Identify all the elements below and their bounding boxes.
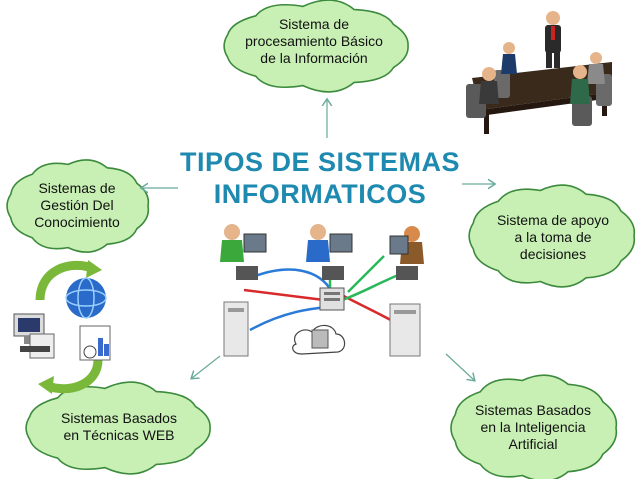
node-bottom-right-label: Sistemas Basados en la Inteligencia Arti… xyxy=(475,402,591,452)
node-bottom-left-label: Sistemas Basados en Técnicas WEB xyxy=(61,410,177,443)
cloud-top xyxy=(223,0,409,93)
computer-network-icon xyxy=(220,224,424,357)
arrow-to-bottom-right xyxy=(445,353,474,380)
arrow-to-bottom-left xyxy=(192,355,221,378)
computer-cycle-icon xyxy=(13,260,111,394)
cloud-bottom-right xyxy=(450,374,618,479)
business-meeting-icon xyxy=(466,11,612,134)
node-left-label: Sistemas de Gestión Del Conocimiento xyxy=(34,180,120,230)
diagram-title: TIPOS DE SISTEMAS INFORMATICOS xyxy=(179,147,461,209)
connector-arrows xyxy=(142,100,494,380)
cloud-bottom-left xyxy=(25,381,211,475)
node-top-label: Sistema de procesamiento Básico de la In… xyxy=(245,16,383,66)
node-right-label: Sistema de apoyo a la toma de decisiones xyxy=(496,212,610,262)
cloud-right xyxy=(468,184,636,288)
cloud-left xyxy=(6,159,150,253)
